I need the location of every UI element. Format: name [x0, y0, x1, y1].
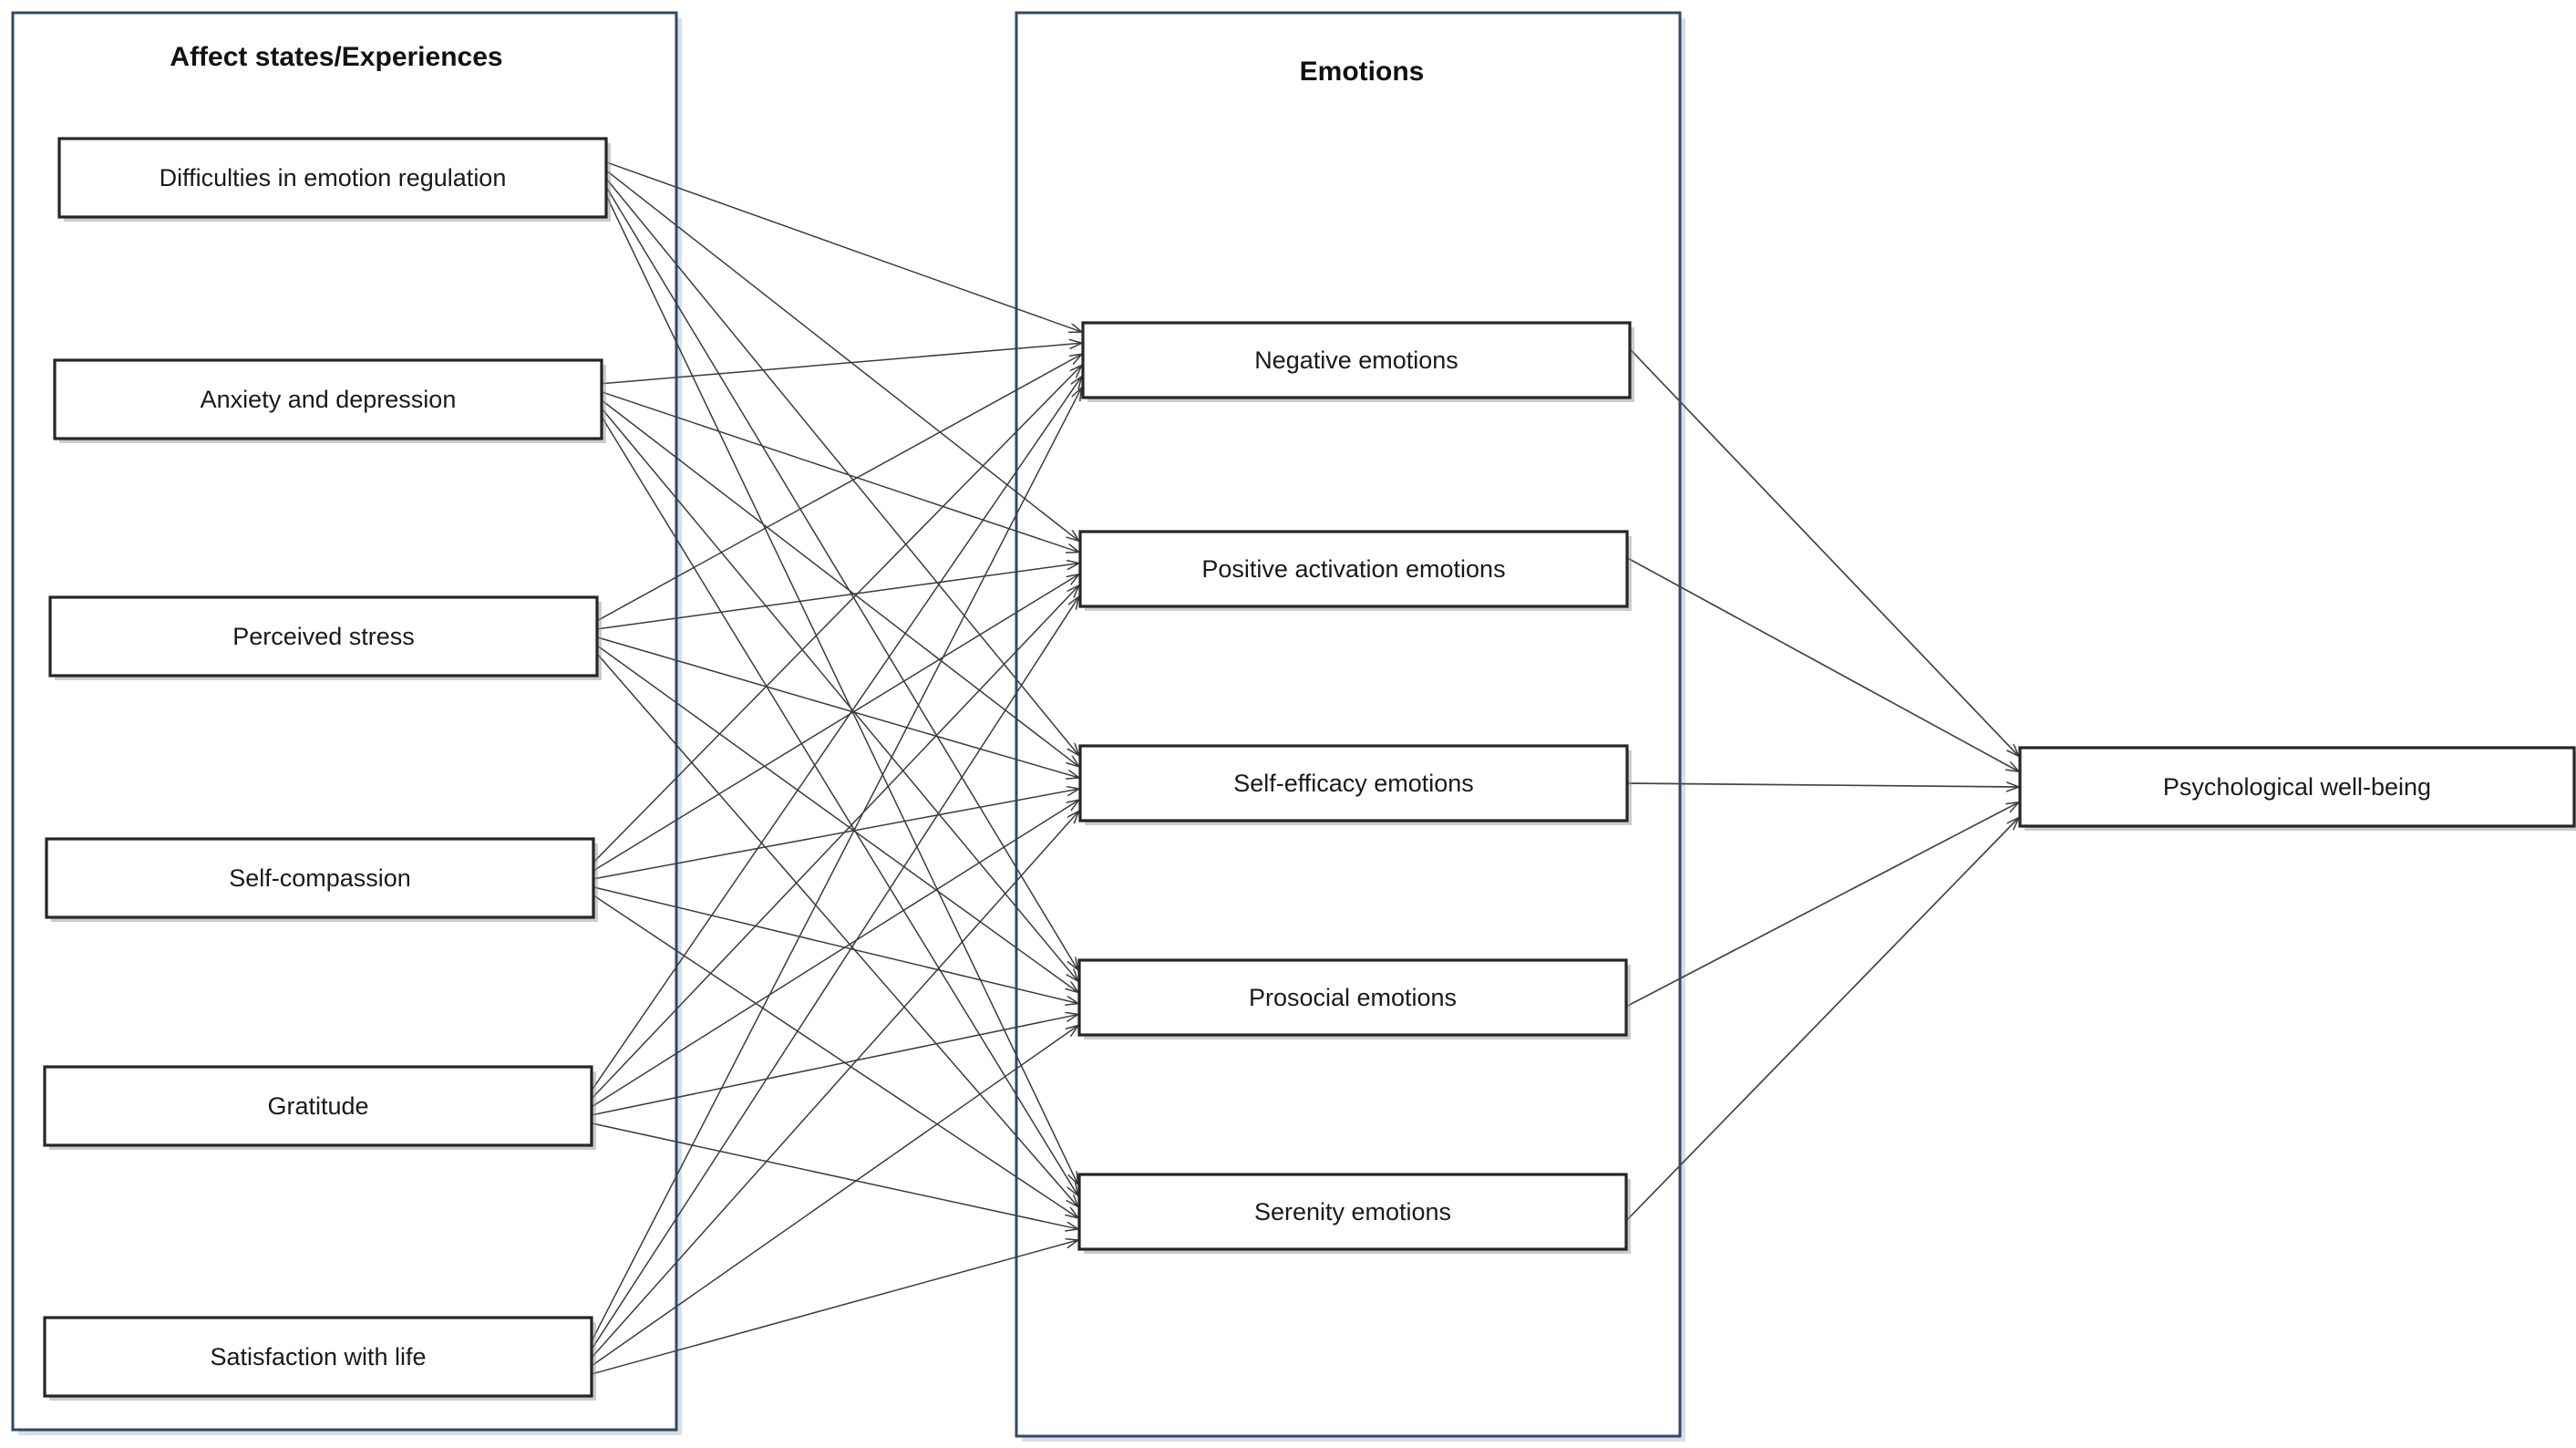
edge-p2-to-m5 — [601, 416, 1077, 1195]
edge-p4-to-m5 — [592, 895, 1077, 1217]
edge-p6-to-m4 — [591, 1026, 1077, 1367]
edge-p2-to-m4 — [601, 408, 1077, 980]
edge-p5-to-m3 — [591, 801, 1078, 1108]
edge-m2-to-o1 — [1626, 556, 2018, 771]
node-label: Perceived stress — [232, 623, 415, 650]
node-label: Self-compassion — [229, 864, 411, 892]
group-title-affect-states: Affect states/Experiences — [170, 42, 502, 72]
edge-p5-to-m1 — [591, 378, 1081, 1091]
node-predictor-p4[interactable]: Self-compassion — [45, 837, 598, 922]
edges-layer — [591, 161, 2018, 1375]
edge-p1-to-m2 — [605, 170, 1078, 541]
node-label: Gratitude — [267, 1092, 368, 1120]
edge-p3-to-m2 — [596, 564, 1078, 630]
edge-p4-to-m4 — [592, 886, 1077, 1003]
edge-p5-to-m5 — [591, 1122, 1077, 1229]
edge-m1-to-o1 — [1629, 348, 2018, 756]
edge-p6-to-m5 — [591, 1240, 1077, 1375]
node-mediator-m5[interactable]: Serenity emotions — [1077, 1173, 1631, 1254]
edge-p5-to-m4 — [591, 1015, 1077, 1116]
edge-p5-to-m2 — [591, 586, 1078, 1100]
edge-p3-to-m4 — [596, 645, 1077, 992]
edge-p2-to-m3 — [601, 399, 1078, 766]
node-label: Self-efficacy emotions — [1233, 770, 1474, 797]
node-predictor-p5[interactable]: Gratitude — [43, 1065, 596, 1150]
node-label: Anxiety and depression — [201, 386, 457, 413]
node-predictor-p6[interactable]: Satisfaction with life — [43, 1316, 596, 1401]
node-label: Negative emotions — [1254, 346, 1458, 374]
node-mediator-m3[interactable]: Self-efficacy emotions — [1078, 744, 1632, 825]
node-predictor-p2[interactable]: Anxiety and depression — [53, 358, 606, 443]
group-title-emotions: Emotions — [1300, 57, 1425, 87]
edge-p1-to-m3 — [605, 178, 1078, 755]
edge-p3-to-m3 — [596, 636, 1078, 778]
edge-p1-to-m1 — [605, 161, 1081, 332]
edge-p2-to-m1 — [601, 343, 1081, 385]
node-label: Difficulties in emotion regulation — [160, 164, 507, 191]
edge-p2-to-m2 — [601, 391, 1078, 552]
edge-p3-to-m1 — [596, 355, 1081, 622]
node-mediator-m2[interactable]: Positive activation emotions — [1078, 530, 1632, 611]
edge-p4-to-m2 — [592, 574, 1078, 872]
edge-p6-to-m1 — [591, 388, 1081, 1342]
node-predictor-p3[interactable]: Perceived stress — [48, 595, 602, 680]
node-mediator-m4[interactable]: Prosocial emotions — [1077, 958, 1631, 1039]
nodes-layer: Difficulties in emotion regulationAnxiet… — [43, 137, 2576, 1401]
edge-p4-to-m3 — [592, 789, 1078, 880]
edge-p3-to-m5 — [596, 653, 1077, 1206]
edge-m4-to-o1 — [1625, 802, 2018, 1008]
edge-m3-to-o1 — [1626, 783, 2018, 787]
edge-p6-to-m3 — [591, 812, 1078, 1359]
node-label: Serenity emotions — [1254, 1198, 1451, 1226]
node-label: Positive activation emotions — [1201, 555, 1505, 583]
node-label: Psychological well-being — [2163, 773, 2431, 801]
edge-p4-to-m1 — [592, 366, 1081, 864]
node-label: Satisfaction with life — [210, 1343, 426, 1370]
node-label: Prosocial emotions — [1249, 984, 1457, 1011]
edge-m5-to-o1 — [1625, 818, 2018, 1222]
edge-p6-to-m2 — [591, 597, 1078, 1350]
node-predictor-p1[interactable]: Difficulties in emotion regulation — [57, 137, 611, 222]
edge-p1-to-m4 — [605, 186, 1077, 969]
edge-p1-to-m5 — [605, 194, 1077, 1184]
node-mediator-m1[interactable]: Negative emotions — [1081, 321, 1634, 402]
node-outcome-o1[interactable]: Psychological well-being — [2018, 746, 2576, 831]
affect-states-group — [11, 11, 682, 1435]
